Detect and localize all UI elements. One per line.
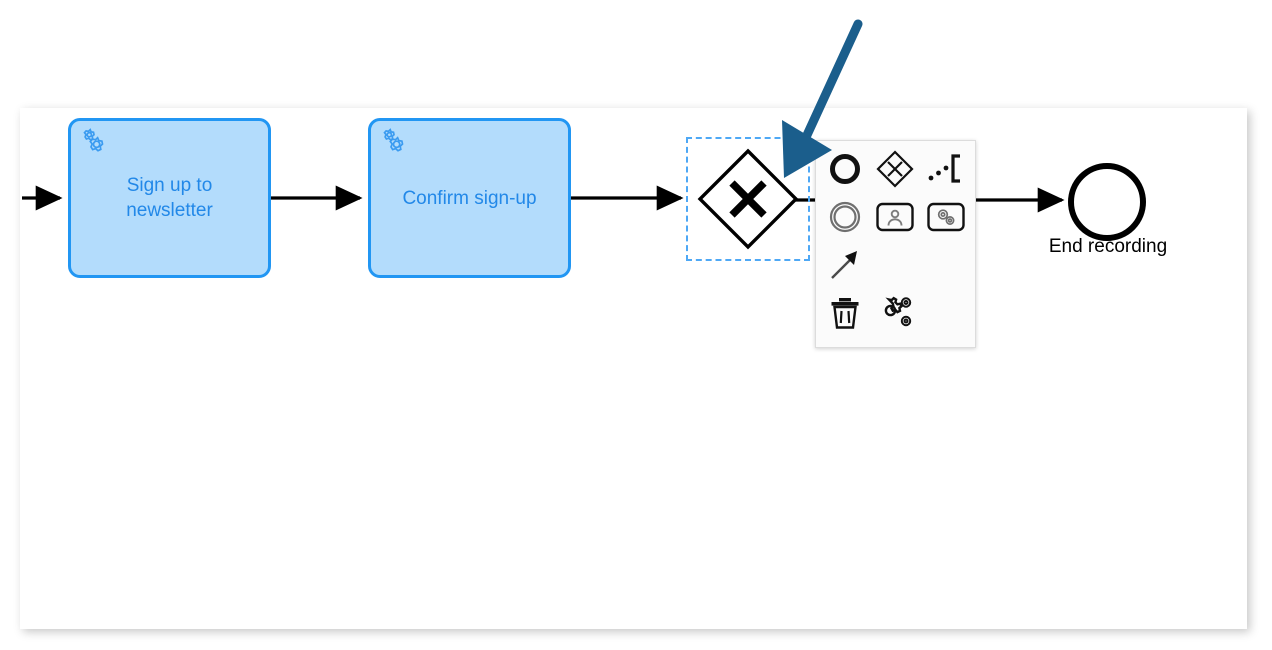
context-pad-row (820, 289, 971, 337)
end-event-icon (830, 154, 861, 184)
gears-icon (378, 126, 412, 160)
bpmn-task-sign-up-to-newsletter[interactable]: Sign up to newsletter (68, 118, 271, 278)
trash-icon (831, 298, 859, 329)
pad-delete[interactable] (820, 289, 870, 337)
pad-append-service-task[interactable] (921, 193, 971, 241)
gateway-x-marker (729, 180, 767, 218)
context-pad-row (820, 193, 971, 241)
pad-append-gateway[interactable] (870, 145, 920, 193)
text-annotation-icon (928, 154, 960, 183)
pad-change-type[interactable] (870, 289, 920, 337)
bpmn-exclusive-gateway[interactable] (686, 137, 810, 261)
gears-wrench-icon (885, 296, 912, 327)
service-task-icon (927, 202, 965, 232)
pad-append-end-event[interactable] (820, 145, 870, 193)
gears-icon (78, 126, 112, 160)
end-event-label: End recording (1048, 236, 1168, 257)
context-pad-row (820, 145, 971, 193)
pad-append-text-annotation[interactable] (921, 145, 971, 193)
pad-append-intermediate-event[interactable] (820, 193, 870, 241)
intermediate-event-icon (830, 201, 861, 233)
context-pad[interactable] (815, 140, 976, 348)
bpmn-task-confirm-sign-up[interactable]: Confirm sign-up (368, 118, 571, 278)
pad-append-user-task[interactable] (870, 193, 920, 241)
user-task-icon (876, 202, 915, 232)
connect-arrow-icon (831, 251, 858, 279)
task-label: Confirm sign-up (402, 187, 537, 209)
selection-outline (686, 137, 810, 261)
task-label: Sign up to newsletter (126, 175, 213, 221)
bpmn-end-event[interactable] (1068, 163, 1146, 241)
context-pad-row (820, 241, 971, 289)
pointer-arrow-icon (760, 10, 900, 190)
pad-connect[interactable] (820, 241, 870, 289)
gateway-icon (876, 150, 915, 188)
